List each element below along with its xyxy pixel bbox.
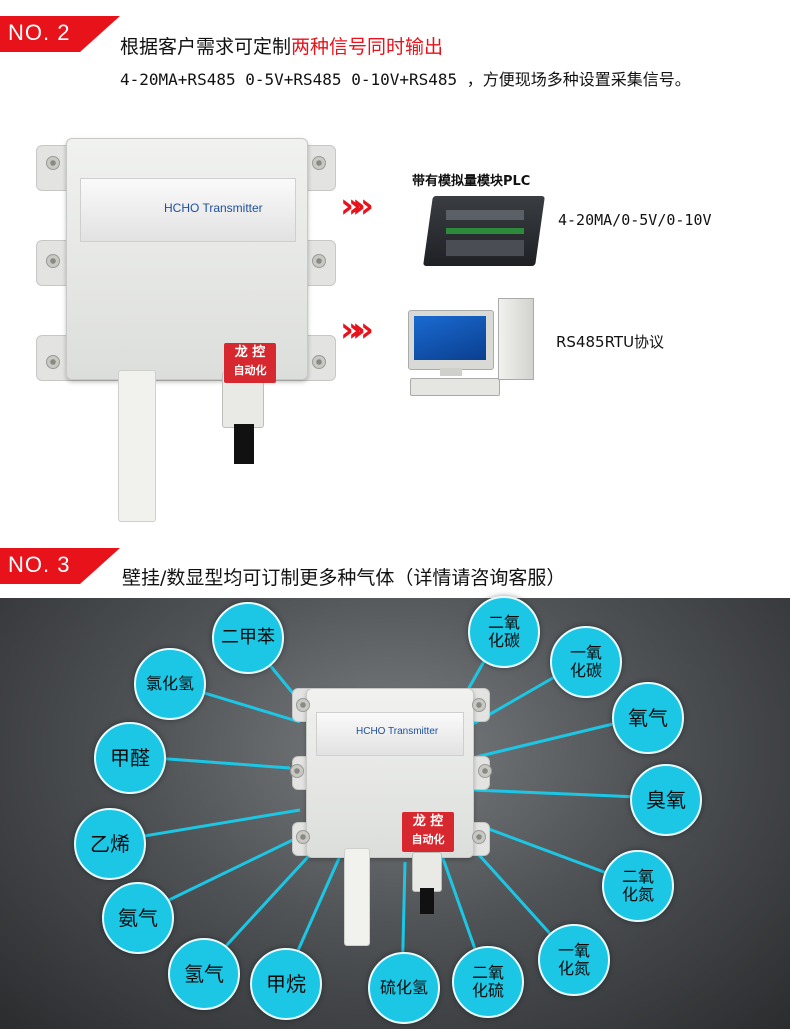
section3-heading: 壁挂/数显型均可订制更多种气体（详情请咨询客服） xyxy=(122,567,566,589)
screw-icon xyxy=(296,698,310,712)
gas-option-label: 硫化氢 xyxy=(379,977,428,997)
gas-option-label: 甲烷 xyxy=(266,971,306,996)
gas-option-bubble: 乙烯 xyxy=(74,808,146,880)
screw-icon xyxy=(46,156,60,170)
section2-tag-label: NO. 2 xyxy=(8,20,71,45)
gas-option-label: 二氧 xyxy=(471,962,504,982)
screw-icon xyxy=(46,355,60,369)
gas-option-label: 氯化氢 xyxy=(145,673,194,693)
analog-signal-label: 4-20MA/0-5V/0-10V xyxy=(558,211,712,229)
screw-icon xyxy=(472,698,486,712)
screw-icon xyxy=(478,764,492,778)
brand-logo: 龙 控 自动化 xyxy=(402,812,454,852)
gas-option-label-line2: 化硫 xyxy=(471,981,504,1000)
gas-option-label-line2: 化碳 xyxy=(569,661,602,680)
gas-option-label: 乙烯 xyxy=(90,831,130,856)
gas-option-label: 二甲苯 xyxy=(221,626,275,648)
gas-option-bubble: 一氧化碳 xyxy=(550,626,622,698)
gas-option-label: 二氧 xyxy=(487,612,520,632)
gas-option-bubble: 二甲苯 xyxy=(212,602,284,674)
gas-option-bubble: 二氧化硫 xyxy=(452,946,524,1018)
screw-icon xyxy=(312,355,326,369)
section2-tag: NO. 2 xyxy=(0,16,120,52)
gas-option-bubble: 氯化氢 xyxy=(134,648,206,720)
gas-option-label-line2: 化氮 xyxy=(621,885,654,904)
gas-option-bubble: 甲烷 xyxy=(250,948,322,1020)
gas-option-label: 氢气 xyxy=(184,961,224,986)
chevron-right-icon: »» xyxy=(340,310,374,350)
screw-icon xyxy=(312,254,326,268)
screw-icon xyxy=(312,156,326,170)
gas-option-bubble: 氢气 xyxy=(168,938,240,1010)
gas-option-bubble: 氨气 xyxy=(102,882,174,954)
section3-tag-label: NO. 3 xyxy=(8,552,71,577)
gas-option-label: 甲醛 xyxy=(110,745,150,770)
plc-title: 带有模拟量模块PLC xyxy=(412,174,531,189)
device-label: HCHO Transmitter xyxy=(356,726,439,737)
gas-option-bubble: 甲醛 xyxy=(94,722,166,794)
gas-option-label: 二氧 xyxy=(621,866,654,886)
screw-icon xyxy=(472,830,486,844)
screw-icon xyxy=(296,830,310,844)
gas-option-label: 一氧 xyxy=(557,940,590,960)
device-label: HCHO Transmitter xyxy=(164,201,263,215)
gas-option-bubble: 氧气 xyxy=(612,682,684,754)
gas-option-bubble: 一氧化氮 xyxy=(538,924,610,996)
gas-option-bubble: 二氧化氮 xyxy=(602,850,674,922)
screw-icon xyxy=(46,254,60,268)
gas-option-label-line2: 化碳 xyxy=(487,631,520,650)
gas-option-label: 臭氧 xyxy=(646,787,686,812)
chevron-right-icon: »» xyxy=(340,186,374,226)
gas-option-label-line2: 化氮 xyxy=(557,959,590,978)
section2-heading: 根据客户需求可定制两种信号同时输出 xyxy=(120,36,444,58)
gas-option-label: 一氧 xyxy=(569,642,602,662)
section3-tag: NO. 3 xyxy=(0,548,120,584)
brand-logo: 龙 控 自动化 xyxy=(224,343,276,383)
digital-signal-label: RS485RTU协议 xyxy=(556,333,665,351)
screw-icon xyxy=(290,764,304,778)
signal-options-line: 4-20MA+RS485 0-5V+RS485 0-10V+RS485 ，方便现… xyxy=(120,70,691,89)
gas-option-bubble: 二氧化碳 xyxy=(468,596,540,668)
gas-option-bubble: 臭氧 xyxy=(630,764,702,836)
section2-heading-highlight: 两种信号同时输出 xyxy=(291,36,444,58)
gas-option-bubble: 硫化氢 xyxy=(368,952,440,1024)
gas-option-label: 氧气 xyxy=(628,705,668,730)
gas-option-label: 氨气 xyxy=(118,905,158,930)
